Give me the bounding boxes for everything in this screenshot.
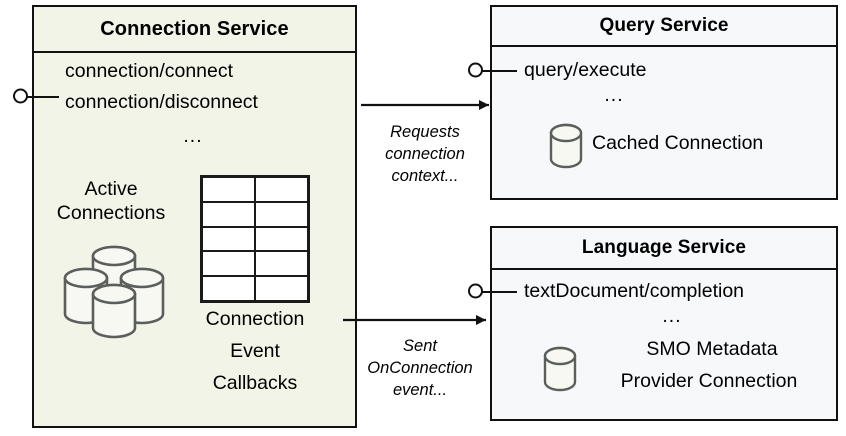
callbacks-label-line3: Callbacks — [212, 372, 298, 394]
grid-cell — [202, 226, 255, 252]
callbacks-label-line2: Event — [230, 340, 280, 362]
language-service-more: ... — [662, 305, 682, 327]
grid-cell — [202, 201, 255, 227]
grid-cell — [255, 201, 308, 227]
grid-cell — [202, 251, 255, 277]
callbacks-label-line1: Connection — [205, 308, 305, 330]
flow-label-line1: Sent — [403, 337, 437, 355]
cached-connection-database-icon — [546, 122, 586, 170]
active-connections-label-line2: Connections — [56, 202, 166, 224]
language-service-operation-completion[interactable]: textDocument/completion — [524, 280, 745, 302]
interface-stem — [26, 96, 59, 98]
interface-stem — [481, 291, 517, 293]
flow-label-line1: Requests — [390, 123, 460, 141]
flow-label-sent-onconnection-event: Sent OnConnection event... — [352, 336, 488, 401]
language-service-title: Language Service — [492, 228, 836, 270]
component-language-service[interactable]: Language Service — [490, 226, 838, 421]
flow-label-requests-connection-context: Requests connection context... — [365, 122, 485, 187]
interface-stem — [481, 70, 517, 72]
grid-cell — [255, 276, 308, 301]
smo-metadata-database-icon — [540, 345, 580, 393]
flow-label-line2: OnConnection — [367, 358, 473, 377]
grid-cell — [255, 226, 308, 252]
grid-cell — [255, 177, 308, 202]
active-connections-label-line1: Active — [84, 178, 138, 200]
smo-metadata-label-line2: Provider Connection — [620, 370, 798, 392]
query-service-provided-interface[interactable] — [468, 62, 517, 78]
component-query-service[interactable]: Query Service — [490, 5, 838, 200]
grid-cell — [202, 276, 255, 301]
connection-service-title: Connection Service — [34, 7, 355, 53]
flow-label-line3: event... — [392, 380, 448, 399]
query-service-more: ... — [604, 84, 624, 106]
database-stack-icon — [53, 238, 175, 339]
connection-service-more: ... — [183, 125, 203, 147]
flow-label-line3: context... — [391, 166, 459, 185]
grid-cell — [255, 251, 308, 277]
connection-service-operation-disconnect[interactable]: connection/disconnect — [65, 91, 258, 113]
language-service-provided-interface[interactable] — [468, 283, 517, 299]
query-service-title: Query Service — [492, 7, 836, 47]
connection-service-provided-interface[interactable] — [13, 88, 59, 104]
smo-metadata-label-line1: SMO Metadata — [646, 338, 778, 360]
grid-cell — [202, 177, 255, 202]
flow-label-line2: connection — [385, 144, 465, 163]
cached-connection-label: Cached Connection — [592, 132, 764, 154]
table-grid-icon — [200, 175, 310, 303]
query-service-operation-execute[interactable]: query/execute — [524, 59, 647, 81]
connection-service-operation-connect[interactable]: connection/connect — [65, 60, 234, 82]
